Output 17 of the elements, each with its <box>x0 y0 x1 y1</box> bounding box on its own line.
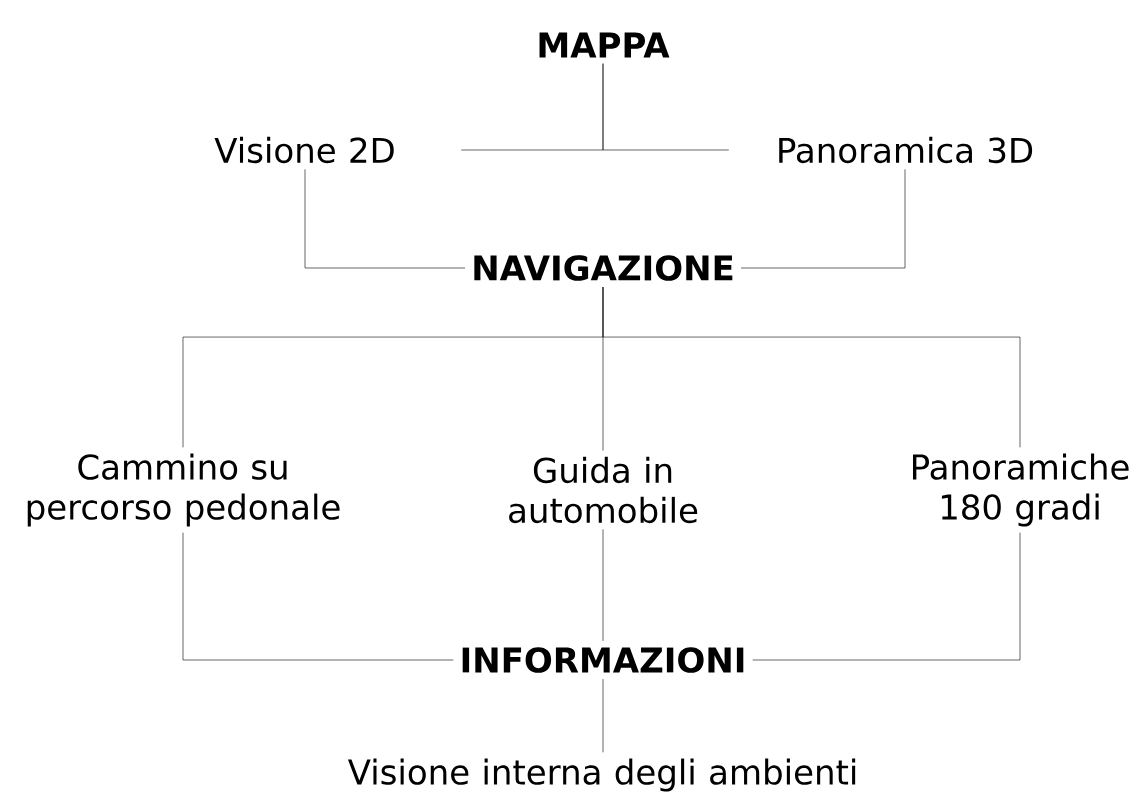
heading-label: MAPPA <box>539 32 670 58</box>
connector-line <box>182 532 454 661</box>
connector-line <box>602 678 604 753</box>
connector-line <box>602 63 730 151</box>
heading-label: NAVIGAZIONE <box>474 255 733 281</box>
connector-line <box>740 169 906 269</box>
item-label: Visione interna degli ambienti <box>347 758 856 792</box>
item-label: Visione 2D <box>214 136 394 164</box>
item-label: Panoramiche 180 gradi <box>913 453 1129 527</box>
item-label: Panoramica 3D <box>779 136 1033 164</box>
connector-line <box>602 286 1021 448</box>
connector-line <box>752 532 1021 661</box>
item-label: Guida in automobile <box>509 456 698 524</box>
item-label: Cammino su percorso pedonale <box>27 453 340 527</box>
connector-line <box>602 529 604 642</box>
heading-label: INFORMAZIONI <box>462 647 744 673</box>
connector-line <box>304 169 466 269</box>
